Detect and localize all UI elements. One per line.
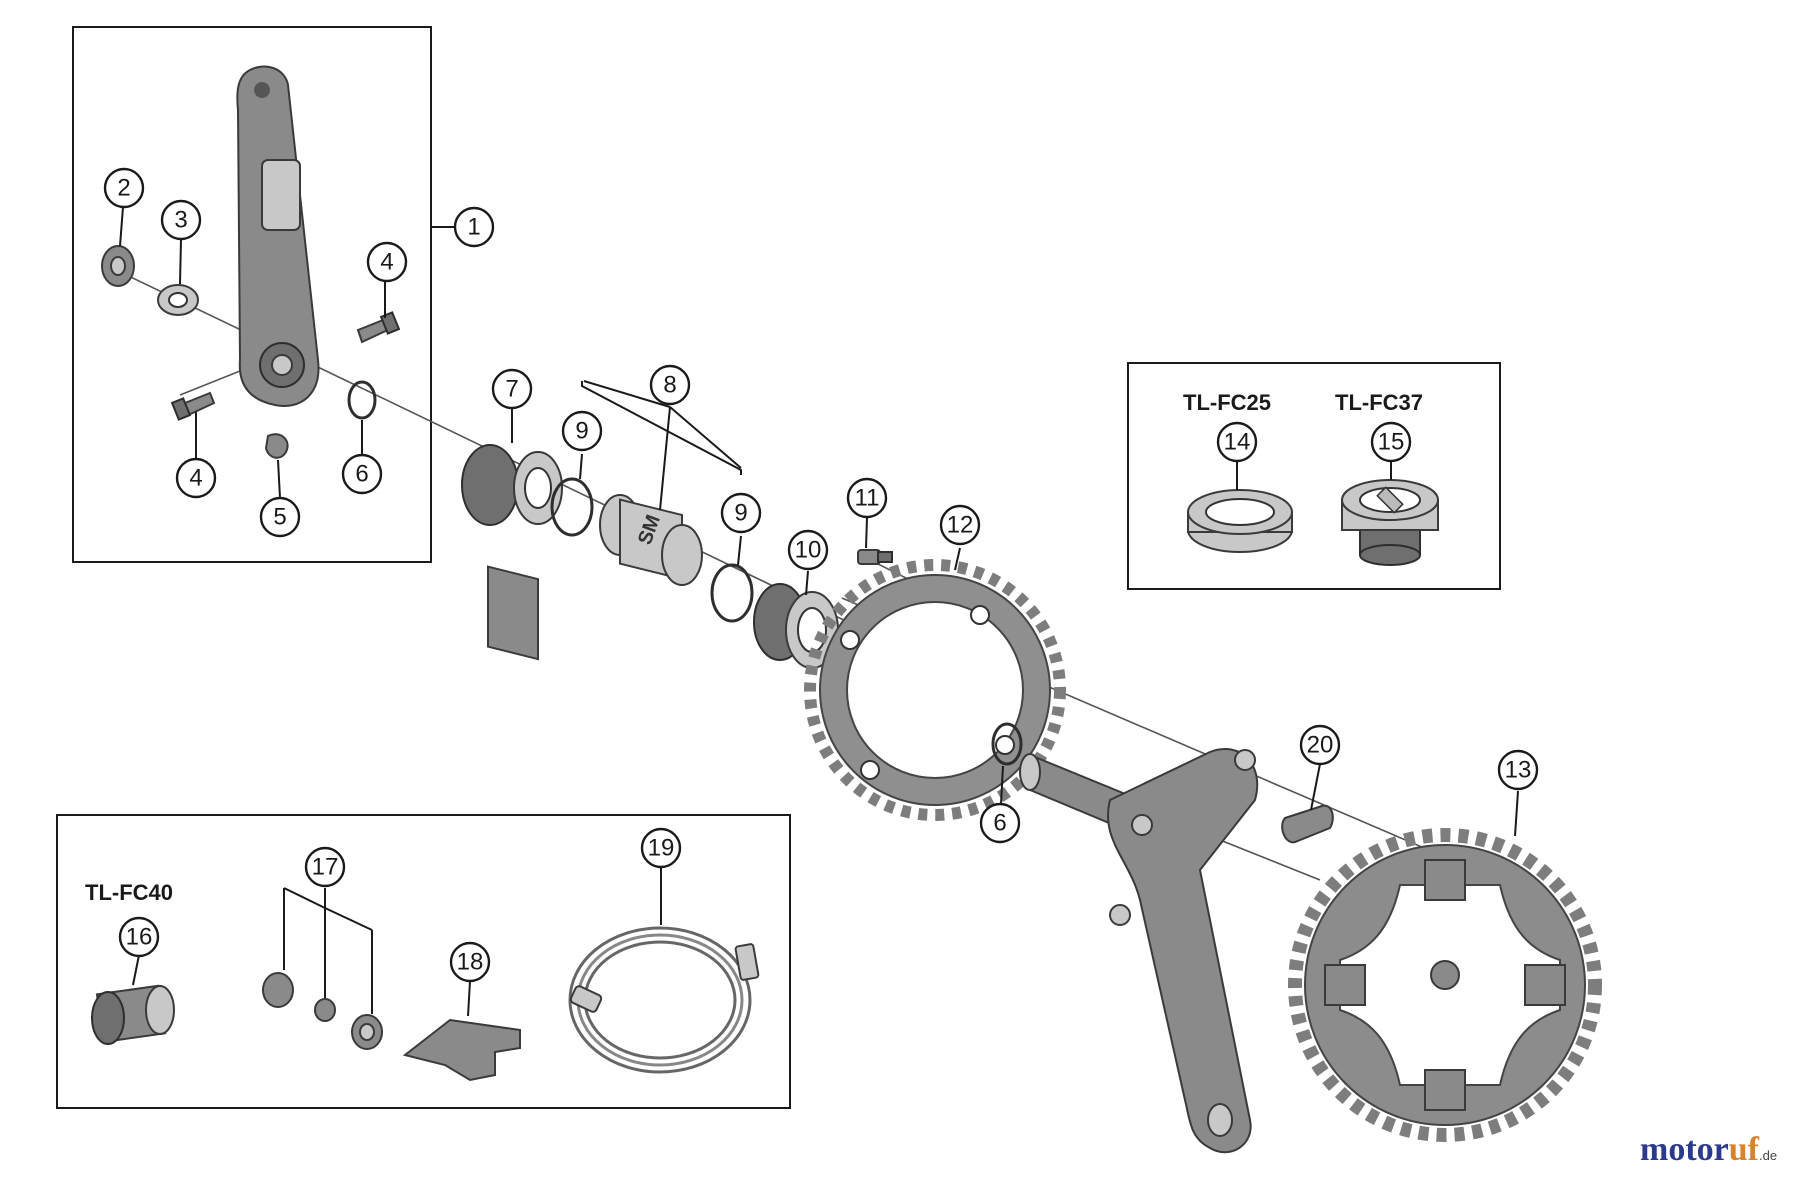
callout-4-lower: 4 [175, 457, 217, 499]
watermark-part2: uf [1729, 1131, 1760, 1168]
callout-3: 3 [160, 199, 202, 241]
svg-text:12: 12 [947, 512, 974, 539]
tool-label-tl-fc40: TL-FC40 [85, 880, 173, 905]
callout-12: 12 [939, 504, 981, 546]
callout-13: 13 [1497, 749, 1539, 791]
inner-cover-8: SM [599, 494, 703, 586]
svg-text:17: 17 [312, 854, 339, 881]
spacer-9-left [550, 477, 594, 537]
callout-11: 11 [846, 477, 888, 519]
svg-text:13: 13 [1505, 757, 1532, 784]
svg-text:10: 10 [795, 537, 822, 564]
bb-tools-frame [1127, 362, 1501, 590]
callout-16: 16 [118, 916, 160, 958]
svg-text:2: 2 [117, 175, 130, 202]
crank-cap-2 [101, 245, 135, 287]
svg-text:16: 16 [126, 924, 153, 951]
cap-ring-3 [157, 284, 199, 316]
callout-5: 5 [259, 496, 301, 538]
tool-label-tl-fc25: TL-FC25 [1183, 390, 1271, 415]
callout-1: 1 [453, 206, 495, 248]
outer-chainring-13 [1288, 828, 1602, 1142]
callout-8: 8 [649, 364, 691, 406]
stopper-plate-5 [264, 433, 289, 459]
tool-tl-fc37 [1341, 479, 1439, 566]
svg-text:15: 15 [1378, 429, 1405, 456]
o-ring-6-left [347, 380, 377, 420]
callout-9-left: 9 [561, 410, 603, 452]
watermark-logo: motoruf.de [1640, 1131, 1777, 1168]
callout-19: 19 [640, 827, 682, 869]
svg-text:11: 11 [855, 485, 880, 512]
callout-14: 14 [1216, 421, 1258, 463]
bb-cup-10 [753, 583, 839, 669]
callout-6-right: 6 [979, 802, 1021, 844]
svg-text:9: 9 [575, 418, 588, 445]
callout-9-right: 9 [720, 492, 762, 534]
svg-text:8: 8 [663, 372, 676, 399]
callout-7: 7 [491, 368, 533, 410]
callout-6-left: 6 [341, 453, 383, 495]
callout-20: 20 [1299, 724, 1341, 766]
left-crank-arm-frame [72, 26, 432, 563]
cable-19 [568, 926, 760, 1074]
tool-tl-fc25 [1187, 489, 1293, 553]
bb-cup-7 [461, 444, 563, 661]
cover-20 [1281, 804, 1334, 844]
callout-18: 18 [449, 941, 491, 983]
watermark-part1: motor [1640, 1131, 1729, 1168]
right-crank-arm-spindle [1019, 747, 1259, 1154]
callout-17: 17 [304, 846, 346, 888]
callout-2: 2 [103, 167, 145, 209]
svg-text:4: 4 [189, 465, 202, 492]
tool-label-tl-fc37: TL-FC37 [1335, 390, 1423, 415]
svg-text:9: 9 [734, 500, 747, 527]
svg-text:7: 7 [505, 376, 518, 403]
svg-text:4: 4 [380, 249, 393, 276]
callout-4-upper: 4 [366, 241, 408, 283]
svg-text:18: 18 [457, 949, 484, 976]
watermark-suffix: .de [1759, 1148, 1777, 1163]
o-ring-6-right [991, 722, 1023, 766]
svg-text:1: 1 [467, 214, 480, 241]
callout-15: 15 [1370, 421, 1412, 463]
svg-text:3: 3 [174, 207, 187, 234]
pinch-bolt-4-upper [356, 311, 401, 344]
svg-text:14: 14 [1224, 429, 1251, 456]
spacer-9-right [710, 563, 754, 623]
svg-text:6: 6 [355, 461, 368, 488]
callout-10: 10 [787, 529, 829, 571]
svg-text:5: 5 [273, 504, 286, 531]
svg-text:motoruf.de: motoruf.de [1640, 1131, 1777, 1168]
chainring-bolt-11 [857, 549, 893, 565]
leader-lines [119, 206, 1519, 1017]
service-tools-frame [56, 814, 791, 1109]
svg-text:6: 6 [993, 810, 1006, 837]
pinch-bolt-4-lower [170, 391, 216, 421]
svg-text:19: 19 [648, 835, 675, 862]
left-crank-arm [236, 65, 320, 407]
plugs-17 [262, 972, 383, 1050]
svg-text:20: 20 [1307, 732, 1334, 759]
plate-18 [402, 1018, 521, 1082]
tool-tl-fc40 [91, 984, 175, 1045]
